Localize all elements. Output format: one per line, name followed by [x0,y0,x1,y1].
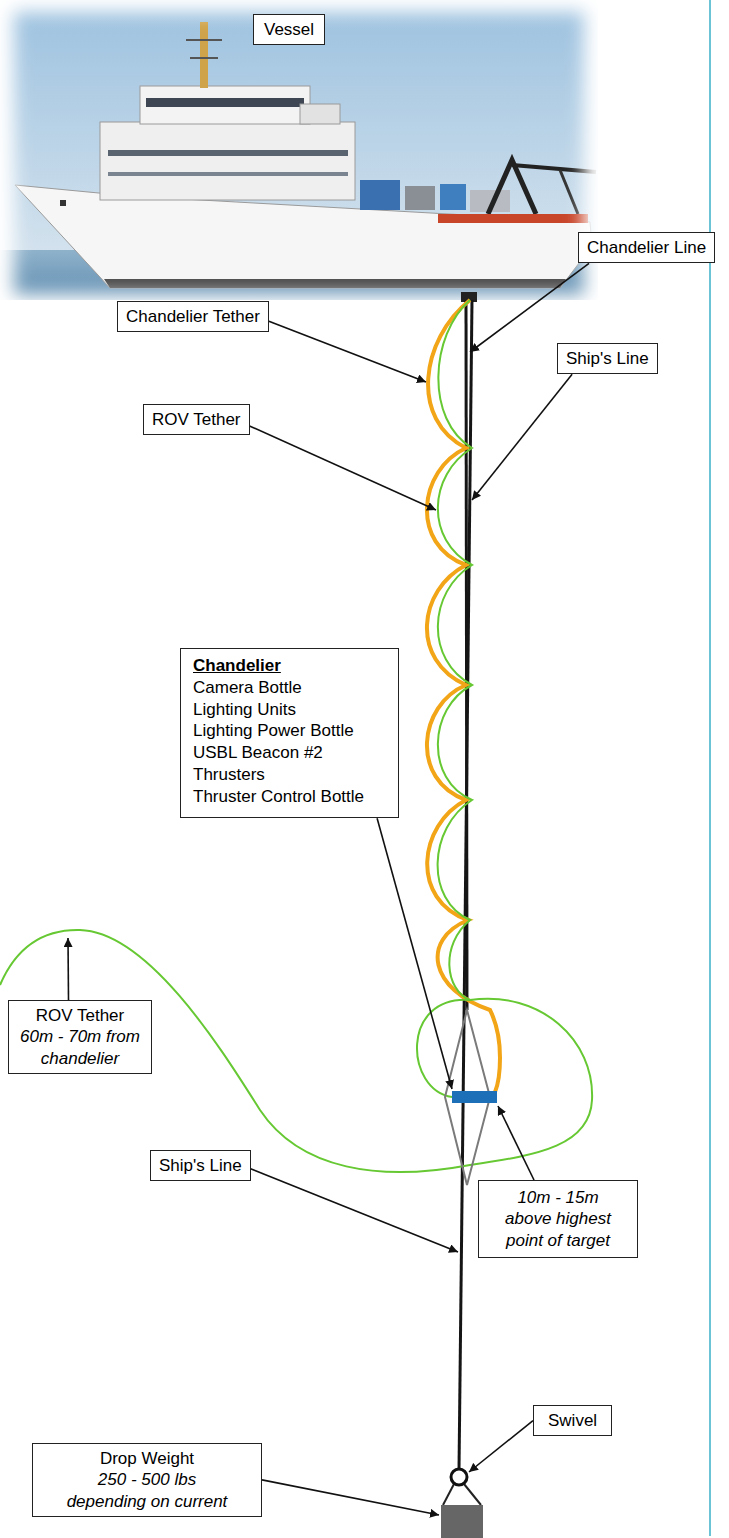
water-column-line [709,0,711,1536]
leader-arrow [498,1106,534,1180]
vessel-photo [0,0,598,300]
callout-text: Ship's Line [566,348,649,369]
leader-arrow [377,818,452,1089]
leader-arrow [469,1421,533,1472]
callout-text: Vessel [264,19,314,40]
callout-box: ROV Tether60m - 70m from chandelier [8,1000,152,1074]
box-heading: Chandelier [193,655,386,677]
callout-text: Lighting Power Bottle [193,720,386,742]
callout-note: 60m - 70m from chandelier [15,1026,145,1069]
chandelier-tether [427,300,500,1092]
rov-tether-loop [417,1000,470,1097]
drop-weight [441,1505,483,1538]
weight-bridle [443,1484,454,1505]
callout-text: Lighting Units [193,699,386,721]
callout-text: Chandelier Tether [126,306,260,327]
leader-arrow [472,374,572,500]
callout-text: Chandelier Line [587,237,706,258]
callout-box: Vessel [253,14,325,45]
callout-box: Chandelier Line [578,232,715,263]
callout-text: ROV Tether [15,1005,145,1026]
callout-box: Ship's Line [150,1150,251,1181]
weight-bridle [464,1484,481,1505]
leader-arrow [250,426,437,510]
callout-text: Drop Weight [61,1448,233,1469]
callout-box: Drop Weight250 - 500 lbs depending on cu… [32,1443,262,1517]
leader-arrow [269,321,426,382]
rov-tether [0,300,592,1172]
callout-note: 250 - 500 lbs depending on current [61,1469,233,1512]
leader-arrow [470,263,589,352]
callout-box: ROV Tether [143,404,250,435]
leader-arrow [251,1169,458,1252]
callout-text: Thrusters [193,764,386,786]
swivel-symbol [451,1469,467,1485]
callout-box: 10m - 15m above highest point of target [478,1180,638,1258]
callout-text: Ship's Line [159,1155,242,1176]
callout-text: Thruster Control Bottle [193,786,386,808]
callout-box: Ship's Line [557,343,658,374]
callout-box: Chandelier Tether [117,301,269,332]
callout-text: Swivel [548,1410,597,1431]
callout-box: Swivel [533,1405,612,1436]
callout-box: ChandelierCamera BottleLighting UnitsLig… [180,648,399,818]
callout-text: Camera Bottle [193,677,386,699]
callout-text: USBL Beacon #2 [193,742,386,764]
callout-note: 10m - 15m above highest point of target [497,1187,619,1251]
chandelier-bar [452,1091,497,1103]
leader-arrow [262,1480,439,1515]
callout-text: ROV Tether [152,409,241,430]
leader-arrow [67,938,69,1000]
ships-line [459,300,472,1470]
